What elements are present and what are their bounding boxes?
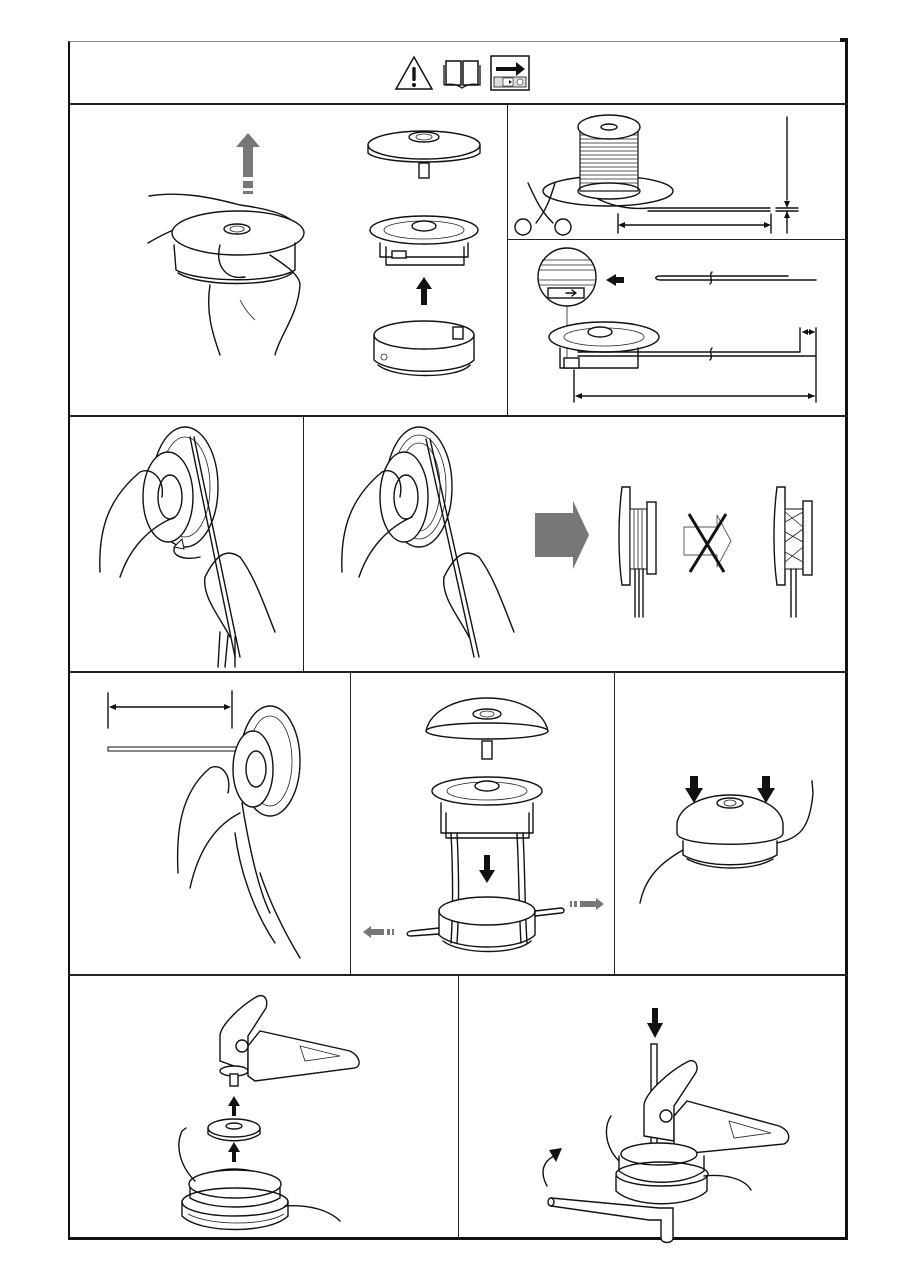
row3-col-divider-a <box>350 672 351 975</box>
row2-col-divider <box>303 416 304 672</box>
cover-part <box>425 697 549 760</box>
warning-triangle-icon <box>394 55 434 90</box>
spool-part <box>431 776 543 839</box>
cover-part <box>367 130 481 179</box>
correct-winding-spool <box>618 486 657 618</box>
frame-corner-mark <box>840 38 848 42</box>
black-down-arrow-left-icon <box>685 776 703 803</box>
spool-with-line <box>548 321 660 369</box>
gray-right-arrow-icon <box>535 501 589 569</box>
row1-right-divider <box>507 239 848 240</box>
header-divider <box>68 103 848 105</box>
gray-left-arrow-icon <box>363 926 394 938</box>
trimmer-head <box>181 1168 289 1231</box>
black-left-arrow-icon <box>606 274 624 286</box>
gearbox-guard <box>643 1060 790 1155</box>
incorrect-winding-spool <box>773 486 813 618</box>
row4-col-divider <box>458 975 459 1240</box>
spool-part <box>369 215 479 266</box>
row1-col-divider <box>507 104 508 415</box>
step-5-winding-result-panel <box>304 417 848 672</box>
black-up-arrow-icon <box>228 1096 240 1116</box>
folded-line <box>655 275 817 281</box>
step-8-press-cover-panel <box>615 673 848 975</box>
black-up-arrow-icon <box>416 277 432 305</box>
stop-engine-icon <box>490 55 530 91</box>
incorrect-crossed-arrow-icon <box>683 513 732 573</box>
step-1-remove-cover-panel <box>70 105 507 415</box>
step-2-cut-line-panel <box>508 105 848 239</box>
trimmer-head <box>615 1142 709 1205</box>
step-10-tighten-panel <box>459 976 848 1244</box>
step-6-line-ends-panel <box>70 673 350 975</box>
row-divider-2 <box>68 671 848 673</box>
housing-part <box>373 320 475 377</box>
step-4-wind-line-panel <box>70 417 303 672</box>
step-3-insert-line-panel <box>508 240 848 415</box>
read-manual-book-icon <box>443 60 481 89</box>
black-down-arrow-icon <box>647 1008 663 1038</box>
row-divider-1 <box>68 415 848 417</box>
rotate-arrow-icon <box>542 1155 555 1187</box>
black-down-arrow-icon <box>479 855 495 883</box>
step-7-assemble-panel <box>351 673 614 975</box>
washer-part <box>207 1118 261 1142</box>
wrench-tool <box>547 1197 674 1244</box>
line-reel <box>542 114 674 207</box>
gray-right-arrow-icon <box>570 898 604 910</box>
black-down-arrow-right-icon <box>757 776 775 803</box>
header-safety-icons <box>394 55 530 91</box>
scissors-icon <box>514 182 572 236</box>
row3-col-divider-b <box>614 672 615 975</box>
black-up-arrow-icon <box>228 1142 240 1162</box>
gearbox-guard <box>219 994 360 1087</box>
gray-up-arrow-icon <box>236 133 260 194</box>
step-9-attach-head-panel <box>70 976 458 1240</box>
